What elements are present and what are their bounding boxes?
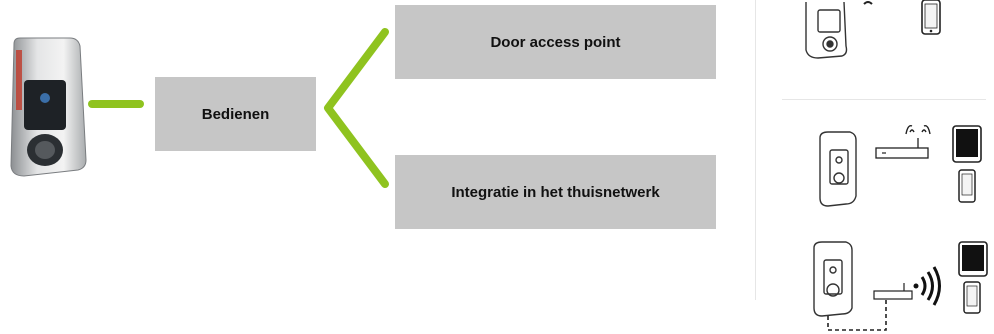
smartphone-icon: [921, 0, 941, 35]
option-box-home-network: Integratie in het thuisnetwerk: [395, 155, 716, 229]
wifi-signal-icon: [913, 266, 941, 306]
tablet-icon: [952, 125, 982, 163]
wallbox-charger-icon: [819, 131, 857, 207]
router-icon: [873, 283, 913, 300]
panel-left-border: [755, 0, 756, 300]
wifi-signal-icon: [905, 124, 931, 135]
tablet-icon: [958, 241, 988, 277]
root-box-bedienen: Bedienen: [155, 77, 316, 151]
router-icon: [875, 138, 929, 159]
smartphone-icon: [958, 169, 976, 203]
option-label-access-point: Door access point: [490, 33, 621, 51]
connector-branch: [324, 28, 389, 188]
root-box-label: Bedienen: [201, 105, 270, 123]
wallbox-charger-icon: [813, 241, 853, 317]
wifi-signal-icon: [863, 1, 873, 5]
ethernet-cable-line: [827, 300, 887, 331]
option-label-home-network: Integratie in het thuisnetwerk: [451, 183, 660, 201]
panel-divider-line: [782, 99, 986, 100]
option-box-access-point: Door access point: [395, 5, 716, 79]
wallbox-charger-icon: [805, 1, 848, 59]
wallbox-charger-icon: [10, 37, 87, 177]
smartphone-icon: [963, 281, 981, 314]
